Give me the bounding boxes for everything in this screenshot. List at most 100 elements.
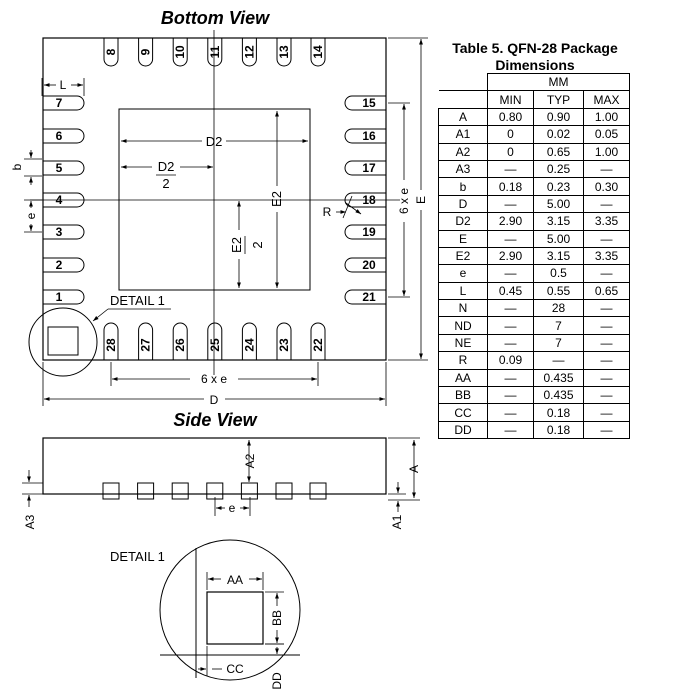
cell-typ: 7 [533, 316, 584, 335]
side-terminal-pad [137, 482, 155, 500]
table-row: NE—7— [438, 333, 630, 353]
pin-bottom-label: 22 [311, 338, 325, 352]
table-title-line2: Dimensions [495, 57, 575, 73]
pin-right: 21 [344, 289, 387, 305]
dim-A3 [22, 470, 43, 507]
cell-symbol: DD [438, 420, 488, 440]
cell-min: 0 [487, 125, 534, 144]
pin-right-label: 19 [362, 225, 376, 239]
label-R: R [323, 205, 332, 219]
cell-symbol: A [438, 107, 488, 127]
label-D: D [210, 393, 219, 407]
detail-callout-pad [47, 326, 79, 356]
cell-symbol: N [438, 299, 488, 318]
cell-typ: 3.15 [533, 212, 584, 231]
detail-callout-label: DETAIL 1 [110, 293, 165, 308]
pin-bottom-label: 26 [173, 338, 187, 352]
cell-typ: 0.55 [533, 281, 584, 301]
pin-right-label: 21 [362, 290, 376, 304]
side-view-body [42, 437, 387, 495]
cell-min: — [487, 299, 534, 318]
pin-top: 13 [276, 37, 292, 67]
pin-bottom: 24 [241, 322, 257, 361]
pin-bottom: 25 [207, 322, 223, 361]
pin-left: 4 [42, 192, 85, 208]
cell-typ: 28 [533, 299, 584, 318]
pin-left-label: 1 [56, 290, 63, 304]
cell-min: 0.09 [487, 351, 534, 370]
pin-left-label: 5 [56, 161, 63, 175]
detail-callout-arrow [92, 308, 109, 322]
cell-max: 0.30 [583, 177, 630, 196]
cell-max: — [583, 386, 630, 405]
column-header-min: MIN [487, 90, 534, 109]
pin-top-label: 12 [242, 45, 256, 59]
cell-typ: 5.00 [533, 194, 584, 214]
cell-symbol: A2 [438, 142, 488, 161]
pin-left-label: 6 [56, 129, 63, 143]
pin-right: 19 [344, 224, 387, 240]
pin-right: 20 [344, 257, 387, 273]
label-DD: DD [270, 672, 284, 690]
pin-top: 10 [172, 37, 188, 67]
dim-DD [265, 643, 284, 654]
cell-typ: 0.18 [533, 420, 584, 440]
dim-D2-half [121, 165, 213, 176]
pin-bottom-label: 25 [208, 338, 222, 352]
detail-pad [206, 591, 264, 645]
table-row: e—0.5— [438, 264, 630, 283]
pin-left-label: 7 [56, 96, 63, 110]
table-row: CC—0.18— [438, 403, 630, 422]
cell-max: 1.00 [583, 142, 630, 161]
column-header-max: MAX [583, 90, 630, 109]
label-E2-half-num: E2 [229, 237, 244, 253]
exposed-pad [118, 108, 311, 291]
cell-max: — [583, 420, 630, 440]
table-row: BB—0.435— [438, 386, 630, 405]
cell-symbol: BB [438, 386, 488, 405]
detail-circle [159, 539, 301, 681]
pin-right-label: 20 [362, 258, 376, 272]
cell-min: 0.45 [487, 281, 534, 301]
detail-view-heading: DETAIL 1 [110, 549, 165, 564]
cell-typ: 5.00 [533, 229, 584, 248]
pin-bottom: 23 [276, 322, 292, 361]
cell-max: 0.05 [583, 125, 630, 144]
pin-bottom-label: 27 [139, 338, 153, 352]
label-CC: CC [226, 662, 244, 676]
label-pitch-vertical: 6 x e [397, 188, 411, 214]
cell-symbol: ND [438, 316, 488, 335]
pin-right-label: 17 [362, 161, 376, 175]
pin-bottom-label: 24 [242, 338, 256, 352]
pin-left: 3 [42, 224, 85, 240]
cell-max: 3.35 [583, 246, 630, 266]
cell-symbol: b [438, 177, 488, 196]
dim-CC [198, 646, 222, 676]
cell-min: — [487, 420, 534, 440]
cell-typ: 0.90 [533, 107, 584, 127]
cell-min: 0.18 [487, 177, 534, 196]
cell-typ: 0.65 [533, 142, 584, 161]
pin-left: 1 [42, 289, 85, 305]
cell-typ: 0.435 [533, 386, 584, 405]
table-row: D—5.00— [438, 194, 630, 214]
cell-max: — [583, 194, 630, 214]
pin-left: 7 [42, 95, 85, 111]
pin-right-label: 18 [362, 193, 376, 207]
pin-top-label: 11 [208, 45, 222, 58]
table-header-row-columns: MIN TYP MAX [438, 90, 630, 109]
cell-max: — [583, 159, 630, 179]
pin-right: 16 [344, 128, 387, 144]
side-terminal-pad [240, 482, 258, 500]
label-D2: D2 [206, 134, 223, 149]
cell-max: — [583, 264, 630, 283]
table-title: Table 5. QFN-28 Package Dimensions [440, 40, 630, 74]
package-bottom-outline [42, 37, 387, 361]
table-row: DD—0.18— [438, 420, 630, 440]
cell-max: — [583, 316, 630, 335]
pin-left-label: 4 [56, 193, 63, 207]
